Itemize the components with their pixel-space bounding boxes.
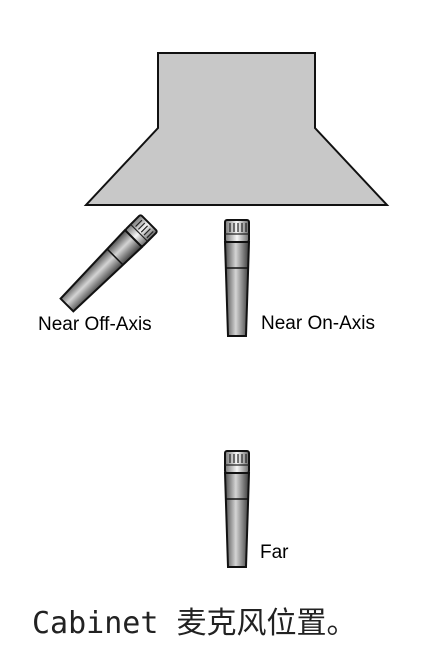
mic-near-on-axis [224, 219, 250, 337]
cabinet-shape [83, 52, 390, 206]
mic-near-off-axis [57, 213, 159, 315]
label-far: Far [260, 542, 289, 563]
figure-caption: Cabinet 麦克风位置。 [32, 606, 357, 641]
diagram-canvas: Near Off-Axis Near On-Axis Far [38, 52, 390, 568]
mic-far [224, 450, 250, 568]
label-near-off-axis: Near Off-Axis [38, 314, 152, 335]
label-near-on-axis: Near On-Axis [261, 313, 375, 334]
